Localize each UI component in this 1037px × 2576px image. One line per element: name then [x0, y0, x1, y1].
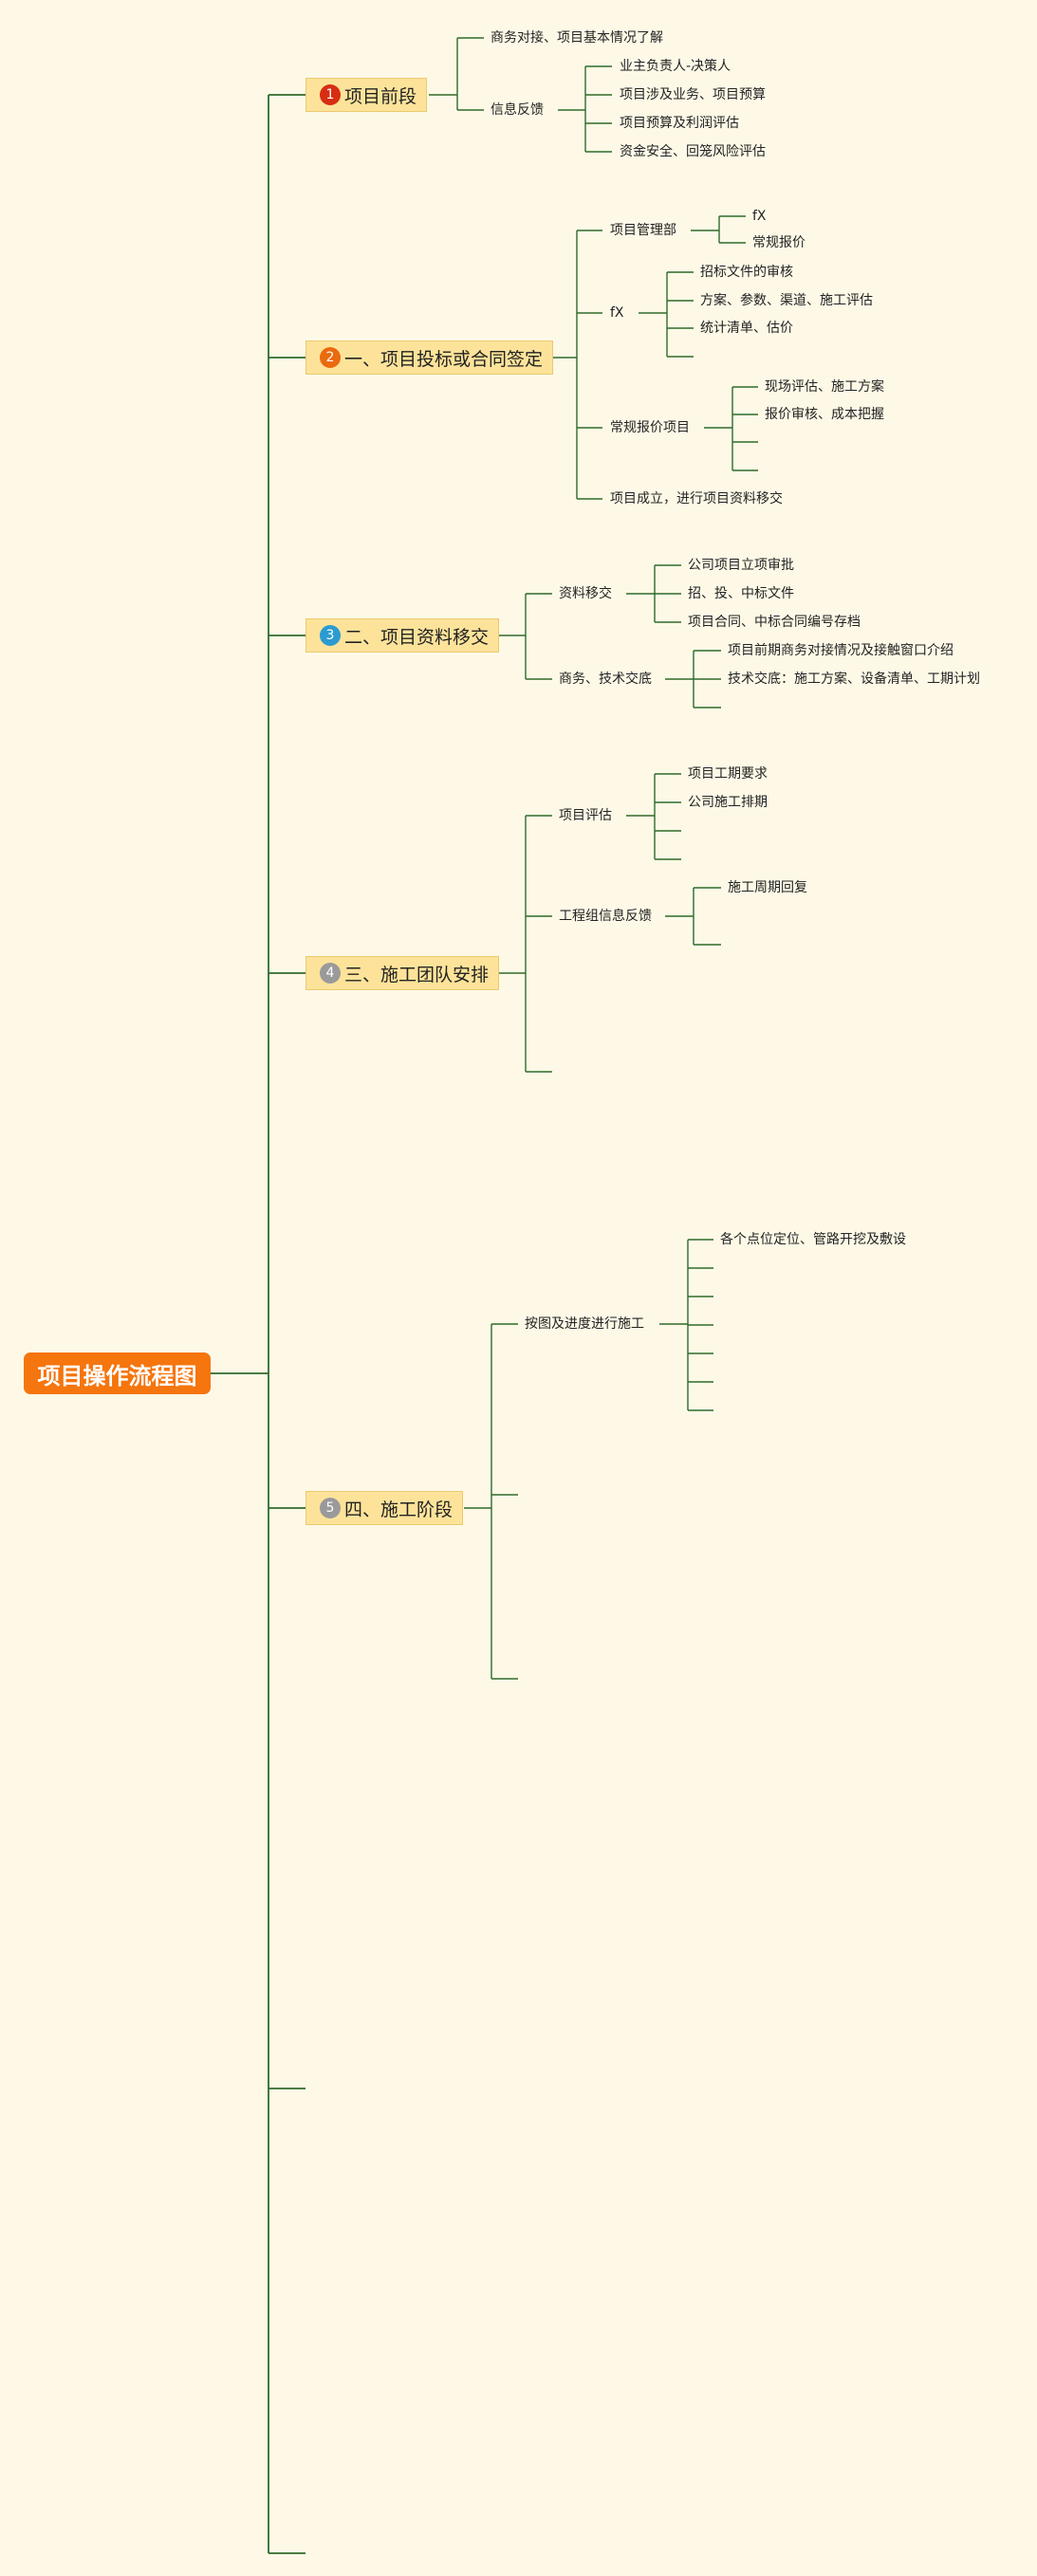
s2-fx-item-2[interactable]: 方案、参数、渠道、施工评估 — [700, 293, 873, 308]
s4-eval-item-1[interactable]: 项目工期要求 — [688, 766, 768, 782]
section-3-node[interactable]: 3 二、项目资料移交 — [306, 618, 500, 653]
s2-fx[interactable]: fX — [610, 305, 624, 321]
s1-info-feedback[interactable]: 信息反馈 — [491, 102, 544, 118]
s5-construction-item-1[interactable]: 各个点位定位、管路开挖及敷设 — [720, 1232, 906, 1247]
section-4-node[interactable]: 4 三、施工团队安排 — [306, 956, 500, 990]
s3-transfer-item-1[interactable]: 公司项目立项审批 — [688, 558, 794, 573]
s3-brief-item-1[interactable]: 项目前期商务对接情况及接触窗口介绍 — [728, 643, 954, 658]
s2-fx-item-3[interactable]: 统计清单、估价 — [700, 321, 793, 336]
section-1-label: 项目前段 — [344, 85, 417, 107]
section-5-label: 四、施工阶段 — [344, 1499, 454, 1520]
number-badge-5-icon: 5 — [320, 1498, 341, 1518]
number-badge-3-icon: 3 — [320, 625, 341, 646]
number-badge-4-icon: 4 — [320, 963, 341, 984]
section-2-node[interactable]: 2 一、项目投标或合同签定 — [306, 340, 554, 375]
section-2-label: 一、项目投标或合同签定 — [344, 348, 544, 370]
section-1-node[interactable]: 1 项目前段 — [306, 78, 428, 112]
s3-brief-item-2[interactable]: 技术交底：施工方案、设备清单、工期计划 — [728, 672, 980, 687]
section-5-node[interactable]: 5 四、施工阶段 — [306, 1491, 464, 1525]
s2-project-established[interactable]: 项目成立，进行项目资料移交 — [610, 491, 783, 506]
s5-construction-by-plan[interactable]: 按图及进度进行施工 — [525, 1316, 644, 1332]
root-node[interactable]: 项目操作流程图 — [24, 1352, 211, 1394]
s1-feedback-item-1[interactable]: 业主负责人-决策人 — [620, 59, 731, 74]
s2-rq-item-2[interactable]: 报价审核、成本把握 — [765, 407, 884, 422]
s4-project-evaluation[interactable]: 项目评估 — [559, 808, 612, 823]
s1-feedback-item-4[interactable]: 资金安全、回笼风险评估 — [620, 144, 766, 159]
s2-pm-fx[interactable]: fX — [752, 209, 767, 224]
s2-regular-quote-project[interactable]: 常规报价项目 — [610, 420, 690, 435]
section-4-label: 三、施工团队安排 — [344, 964, 490, 985]
s3-transfer-item-2[interactable]: 招、投、中标文件 — [688, 586, 794, 601]
s4-eval-item-2[interactable]: 公司施工排期 — [688, 795, 768, 810]
number-badge-1-icon: 1 — [320, 84, 341, 105]
s2-pm-regular-quote[interactable]: 常规报价 — [752, 235, 806, 250]
s3-data-transfer[interactable]: 资料移交 — [559, 586, 612, 601]
s2-rq-item-1[interactable]: 现场评估、施工方案 — [765, 379, 884, 395]
s1-feedback-item-2[interactable]: 项目涉及业务、项目预算 — [620, 87, 766, 102]
s4-team-feedback[interactable]: 工程组信息反馈 — [559, 909, 652, 924]
s4-feedback-item-1[interactable]: 施工周期回复 — [728, 880, 807, 895]
s3-transfer-item-3[interactable]: 项目合同、中标合同编号存档 — [688, 615, 861, 630]
s1-business-contact[interactable]: 商务对接、项目基本情况了解 — [491, 30, 663, 46]
s1-feedback-item-3[interactable]: 项目预算及利润评估 — [620, 116, 739, 131]
section-3-label: 二、项目资料移交 — [344, 626, 490, 648]
s2-project-management[interactable]: 项目管理部 — [610, 223, 676, 238]
number-badge-2-icon: 2 — [320, 347, 341, 368]
s2-fx-item-1[interactable]: 招标文件的审核 — [700, 265, 793, 280]
s3-business-tech-brief[interactable]: 商务、技术交底 — [559, 672, 652, 687]
